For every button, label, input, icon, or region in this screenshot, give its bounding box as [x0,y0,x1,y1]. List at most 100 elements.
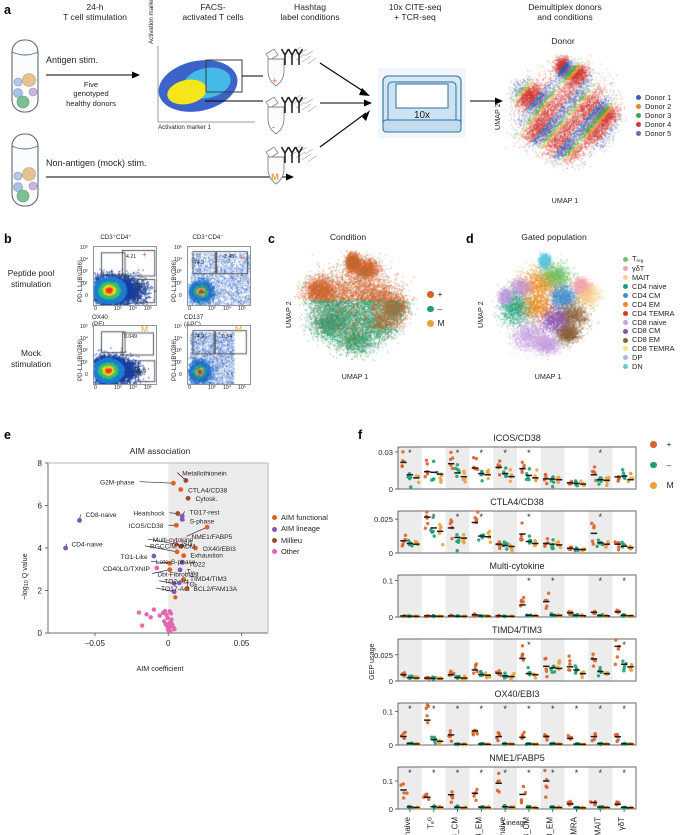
donors-line1: Five [48,80,134,89]
e-legend-item: AIM lineage [272,525,328,532]
svg-text:*: * [551,704,555,714]
flow2-ytick-3: 10² [174,281,182,287]
panel-c-umap-plot [290,248,420,363]
gate-legend-item: CD4 CM [623,292,675,299]
svg-text:Tₑᴳ: Tₑᴳ [427,817,436,829]
panel-b-row2-label: Mock stimulation [0,348,62,369]
svg-text:ICOS/CD38: ICOS/CD38 [493,433,541,443]
treg-swatch [623,257,628,262]
donor1-swatch [636,95,641,100]
mait-label: MAIT [632,274,650,281]
svg-text:*: * [622,640,626,650]
panel-d-y-label: UMAP 2 [476,301,485,328]
svg-text:0.025: 0.025 [374,515,393,524]
svg-text:NME1/FABP5: NME1/FABP5 [192,534,233,541]
flow1-marker-minus: – [142,274,146,281]
svg-text:Late-S-phase: Late-S-phase [156,559,196,566]
flow2-ytick-2: 10³ [174,269,182,275]
svg-text:Tʘ17-Act: Tʘ17-Act [161,586,189,593]
panel-b-row1-label: Peptide pool stimulation [0,268,62,289]
step2-line1: FACS- [158,2,268,12]
svg-text:TIMD4/TIM3: TIMD4/TIM3 [492,625,542,635]
step3-line2: label conditions [260,12,360,22]
flow4-xtick-3: 10⁵ [238,385,246,391]
flow4-ytick-1: 10⁴ [174,336,182,342]
panel-d-umap-plot [482,248,612,363]
svg-text:*: * [599,704,603,714]
hashtag-tube-plus [258,42,326,90]
f-mock-label: M [667,481,674,490]
f-plus-swatch [650,441,657,448]
donor2-label: Donor 2 [645,103,671,110]
cd4naive-swatch [623,284,628,289]
flow3-ytick-4: 0 [85,372,88,378]
svg-text:0.1: 0.1 [382,576,393,585]
e-legend-item: Other [272,548,328,555]
svg-text:Metallothionein: Metallothionein [182,470,227,477]
f-minus-label: – [667,461,672,470]
gdt-label: γδT [632,265,644,272]
svg-text:*: * [551,576,555,586]
gate-legend-item: CD8 CM [623,327,675,334]
mock-stim-label: Non-antigen (mock) stim. [46,158,147,168]
facs-y-axis-label: Activation marker 2 [148,0,155,44]
svg-text:*: * [480,512,484,522]
flow4-xtick-1: 10³ [208,385,216,391]
svg-text:*: * [622,704,626,714]
flow1-ytick-0: 10⁵ [80,245,88,251]
e-legend-item: AIM functional [272,514,328,521]
svg-text:*: * [527,768,531,778]
svg-text:Tʘ1-Like: Tʘ1-Like [121,554,148,561]
svg-text:–0.05: –0.05 [85,639,106,648]
svg-text:*: * [432,768,436,778]
donors-label: Five genotyped healthy donors [48,80,134,108]
svg-text:*: * [432,704,436,714]
flow1-xtick-3: 10⁵ [144,306,152,312]
flow3-ytick-1: 10⁴ [80,336,88,342]
flow2-xtick-1: 10³ [208,306,216,312]
flow2-marker-minus: – [198,252,201,258]
tube-mark-mock: M [271,172,279,183]
flow4-ytick-3: 10² [174,360,182,366]
svg-text:*: * [527,704,531,714]
svg-text:CTLA4/CD38: CTLA4/CD38 [490,497,544,507]
row1-line1: Peptide pool [0,268,62,279]
svg-text:CD4-naive: CD4-naive [72,542,103,549]
svg-text:*: * [527,512,531,522]
svg-text:*: * [599,512,603,522]
cond-plus-swatch [427,291,434,298]
donor3-swatch [636,113,641,118]
flow2-gate1-value: 74.9 [194,260,204,266]
flow1-ytick-3: 10² [80,281,88,287]
f-mock-swatch [650,482,657,489]
step1-line2: T cell stimulation [30,12,160,22]
panel-f-legend: + – M [650,440,674,491]
flow1-xtick-0: 0 [94,306,97,312]
f-legend-item: M [650,481,674,490]
panel-a-umap-plot [500,52,630,172]
hashtag-tube-minus [258,90,326,138]
donor-legend-item: Donor 2 [636,103,671,110]
flow1-xtick-2: 10⁴ [129,306,137,312]
svg-text:ICOS/CD38: ICOS/CD38 [129,523,164,530]
flow3-xtick-0: 0 [94,385,97,391]
panel-a-umap-y-label: UMAP 2 [493,103,502,130]
svg-text:0.05: 0.05 [234,639,250,648]
panel-a-step5-title: Demultiplex donors and conditions [490,2,640,22]
dp-label: DP [632,354,642,361]
svg-text:*: * [551,768,555,778]
gate-legend-item: CD8 EM [623,336,675,343]
svg-text:0.1: 0.1 [382,707,393,716]
svg-text:6: 6 [38,502,43,511]
cd4naive-label: CD4 naive [632,283,667,290]
cd8naive-swatch [623,320,628,325]
step2-line2: activated T cells [158,12,268,22]
donor-legend-item: Donor 4 [636,121,671,128]
panel-b-letter: b [4,232,11,246]
flow3-xtick-3: 10⁵ [144,385,152,391]
flow3-xtick-1: 10³ [114,385,122,391]
svg-text:G2M-phase: G2M-phase [100,480,135,487]
panel-b-col1-title: CD3⁺CD4⁺ [76,234,156,241]
svg-text:0.1: 0.1 [382,777,393,786]
hashtag-tube-mock [258,140,326,188]
